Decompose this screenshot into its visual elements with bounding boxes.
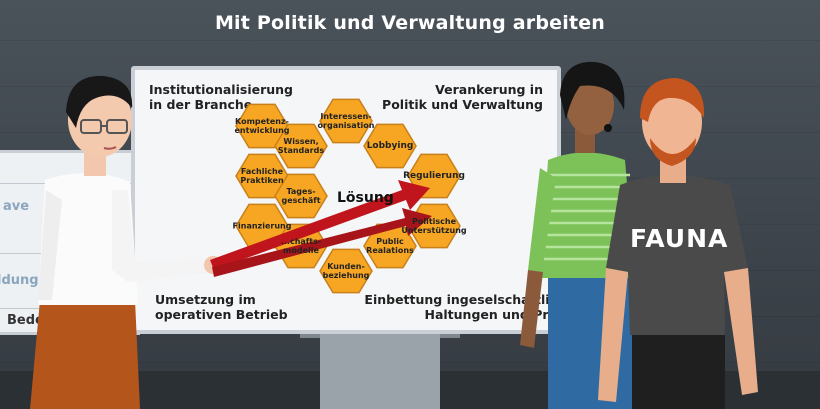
hexagon-label: Lobbying [366, 141, 414, 151]
hexagon-label: Kunden- beziehung [322, 262, 370, 280]
hexagon-label: Kompetenz- entwicklung [234, 117, 290, 135]
presenter-woman [30, 75, 222, 409]
board-top-right-text: Verankerung in Politik und Verwaltung [382, 82, 543, 112]
hexagon-label: Regulierung [403, 171, 465, 181]
left-board-text-2: ldung [0, 273, 39, 288]
left-board-text-1: ave [3, 199, 30, 214]
hexagon-label: Finanzierung [232, 221, 292, 231]
colleague-man [598, 78, 758, 409]
board-top-left-text: Institutionalisierung in der Branche [149, 82, 293, 112]
hexagon-label: Public Realations [366, 237, 414, 255]
board-stand [320, 333, 440, 409]
shirt-print: FAUNA [630, 224, 729, 253]
pointer-arrows [210, 180, 432, 277]
board-bottom-left-text: Umsetzung im operativen Betrieb [155, 292, 288, 322]
hexagon [274, 123, 328, 169]
hexagon-label: Fachliche Praktiken [240, 167, 284, 185]
hexagon-label: Tages- geschäft [281, 187, 321, 205]
hexagon [235, 103, 289, 149]
center-label: Lösung [337, 190, 394, 206]
hexagon-label: Politische Unterstützung [401, 217, 467, 235]
hexagon [274, 173, 328, 219]
hexagon-label: Wissen, Standards [277, 137, 325, 155]
hexagon-label: ...chafts- modelle [280, 237, 322, 255]
scene-title: Mit Politik und Verwaltung arbeiten [214, 12, 606, 34]
hexagon-label: Interessen- organisation [317, 112, 375, 130]
hexagon [319, 248, 373, 294]
hexagon [319, 98, 373, 144]
hexagon [363, 123, 417, 169]
hexagon [235, 153, 289, 199]
